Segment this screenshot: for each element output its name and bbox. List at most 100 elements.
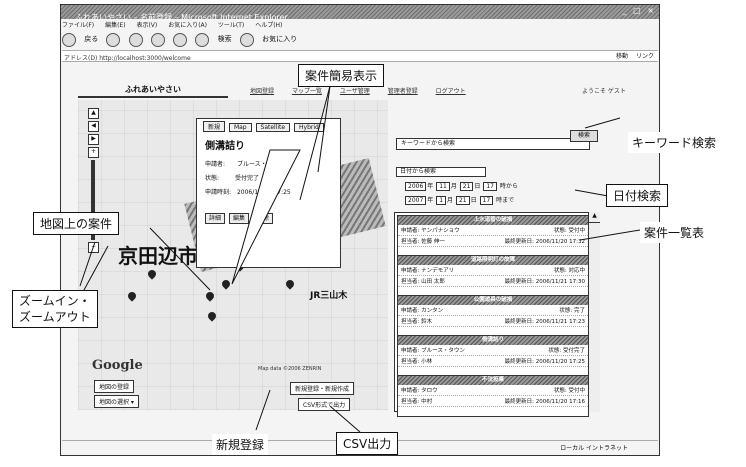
case-requester: 申請者: カンタン	[401, 308, 444, 314]
to-year-select[interactable]: 2007	[405, 196, 427, 205]
nav-admin-register[interactable]: 管理者登録	[387, 88, 418, 95]
case-person: 担当者: 中村	[401, 399, 433, 405]
menu-favorites[interactable]: お気に入り(A)	[168, 22, 207, 29]
menu-file[interactable]: ファイル(F)	[62, 22, 95, 29]
google-logo: Google	[92, 358, 143, 373]
back-icon[interactable]	[62, 33, 76, 47]
new-register-button[interactable]: 新規登録・新規作成	[290, 382, 355, 395]
to-month-select[interactable]: 1	[436, 196, 447, 205]
detail-button[interactable]: 詳細	[205, 213, 226, 224]
to-day-select[interactable]: 21	[455, 196, 470, 205]
address-bar: アドレス(D) http://localhost:3000/welcome 移動…	[62, 50, 658, 62]
case-date: 最終更新日: 2006/11/20 17:25	[504, 359, 585, 365]
case-title: 側溝詰り	[398, 336, 588, 345]
edit-button[interactable]: 編集	[228, 213, 249, 224]
star-icon[interactable]	[239, 33, 254, 47]
nav-user-admin[interactable]: ユーザ管理	[339, 88, 370, 95]
favorites-label[interactable]: お気に入り	[262, 35, 298, 43]
requester-label: 申請者:	[205, 161, 226, 168]
address-label: アドレス(D)	[64, 55, 98, 62]
pan-right-icon[interactable]: ▶	[88, 134, 99, 145]
go-button[interactable]: 移動 リンク	[616, 51, 654, 60]
pan-left-icon[interactable]: ◀	[88, 121, 99, 132]
case-status: 状態: 対応中	[553, 268, 585, 274]
case-title: 公園遊具の破損	[398, 296, 588, 305]
map-select-dropdown[interactable]: 地図の選択 ▾	[94, 395, 139, 408]
menu-edit[interactable]: 編集(E)	[105, 22, 126, 29]
zoom-slider[interactable]	[91, 160, 95, 240]
from-month-select[interactable]: 11	[436, 182, 450, 191]
to-hour-select[interactable]: 17	[479, 196, 494, 205]
case-requester: 申請者: ヤンパナショウ	[401, 228, 460, 234]
callout-case-list: 案件一覧表	[640, 222, 709, 243]
callout-line-new-register	[255, 389, 271, 431]
callout-line-keyword	[584, 117, 621, 129]
case-title: 不法投棄	[398, 376, 588, 385]
menu-tools[interactable]: ツール(T)	[217, 22, 245, 29]
station-label: JR三山木	[310, 291, 348, 301]
refresh-icon[interactable]	[150, 33, 165, 47]
case-date: 最終更新日: 2006/11/21 17:23	[504, 319, 585, 325]
case-requester: 申請者: ナンデモアリ	[401, 268, 455, 274]
search-icon[interactable]	[195, 33, 210, 47]
case-requester: 申請者: タロウ	[401, 388, 438, 394]
list-item[interactable]: 側溝詰り 申請者: ブルース・タウン状態: 受付完了 担当者: 小林最終更新日:…	[397, 335, 589, 377]
keyword-search-input[interactable]: キーワードから検索	[396, 138, 590, 150]
go-label: 移動	[616, 53, 629, 60]
zoom-in-icon[interactable]: +	[88, 147, 99, 158]
case-title: 上水道管の破損	[398, 216, 588, 225]
case-status: 状態: 完了	[559, 308, 585, 314]
tab-satellite[interactable]: Satellite	[255, 123, 291, 132]
case-status: 状態: 受付中	[553, 228, 585, 234]
case-date: 最終更新日: 2006/11/21 17:30	[504, 279, 585, 285]
from-year-select[interactable]: 2006	[405, 182, 427, 191]
forward-icon[interactable]	[106, 33, 121, 47]
from-day-select[interactable]: 21	[459, 182, 474, 191]
nav-logout[interactable]: ログアウト	[435, 88, 466, 95]
case-date: 最終更新日: 2006/11/20 17:16	[504, 399, 585, 405]
callout-date-search: 日付検索	[606, 184, 669, 207]
popup-title: 側溝詰り	[205, 141, 245, 152]
from-suffix: 時から	[499, 183, 518, 190]
search-button[interactable]: 検索	[570, 130, 598, 142]
case-status: 状態: 受付完了	[548, 348, 585, 354]
list-scrollbar[interactable]: ▲	[588, 212, 600, 412]
from-hour-select[interactable]: 17	[483, 182, 497, 191]
menu-bar: ファイル(F) 編集(E) 表示(V) お気に入り(A) ツール(T) ヘルプ(…	[62, 20, 658, 30]
window-controls[interactable]: _ □ ×	[622, 6, 656, 15]
scroll-up-icon[interactable]: ▲	[589, 212, 600, 223]
nav-map-list[interactable]: マップ一覧	[291, 88, 322, 95]
browser-toolbar: 戻る 検索 お気に入り	[62, 31, 658, 49]
callout-keyword-search: キーワード検索	[628, 132, 721, 153]
list-item[interactable]: 不法投棄 申請者: タロウ 状態: 受付中 担当者: 中村 最終更新日: 2006/…	[397, 375, 589, 417]
menu-help[interactable]: ヘルプ(H)	[255, 22, 283, 29]
map-register-button[interactable]: 地図の登録	[94, 380, 135, 393]
list-item[interactable]: 上水道管の破損 申請者: ヤンパナショウ状態: 受付中 担当者: 佐藤 伸一最終…	[397, 215, 589, 257]
date-search-label: 日付から検索	[396, 167, 486, 177]
case-title: 道路照明灯の故障	[398, 256, 588, 265]
popup-requester: 申請者: ブルース・タウン	[205, 159, 285, 168]
stop-icon[interactable]	[128, 33, 143, 47]
status-label: 状態:	[205, 175, 220, 182]
case-person: 担当者: 佐藤 伸一	[401, 239, 445, 245]
address-input[interactable]: アドレス(D) http://localhost:3000/welcome	[64, 53, 191, 62]
tab-hybrid[interactable]: Hybrid	[294, 123, 324, 132]
home-icon[interactable]	[173, 33, 188, 47]
menu-view[interactable]: 表示(V)	[136, 22, 158, 29]
case-person: 担当者: 鈴木	[401, 319, 433, 325]
csv-export-button[interactable]: CSV形式で出力	[298, 398, 351, 411]
back-label[interactable]: 戻る	[84, 35, 99, 43]
case-list: 上水道管の破損 申請者: ヤンパナショウ状態: 受付中 担当者: 佐藤 伸一最終…	[394, 212, 600, 417]
tab-map[interactable]: Map	[228, 123, 252, 132]
callout-line-map-cases	[149, 227, 211, 291]
search-label[interactable]: 検索	[217, 35, 232, 43]
case-requester: 申請者: ブルース・タウン	[401, 348, 465, 354]
title-bar: ふれあいやさい – 名前登録 – Microsoft Internet Expl…	[61, 5, 659, 22]
nav-map-register[interactable]: 地図登録	[250, 88, 275, 95]
tab-new[interactable]: 新規	[203, 121, 226, 132]
case-status: 状態: 受付中	[553, 388, 585, 394]
pan-up-icon[interactable]: ▲	[88, 108, 99, 119]
